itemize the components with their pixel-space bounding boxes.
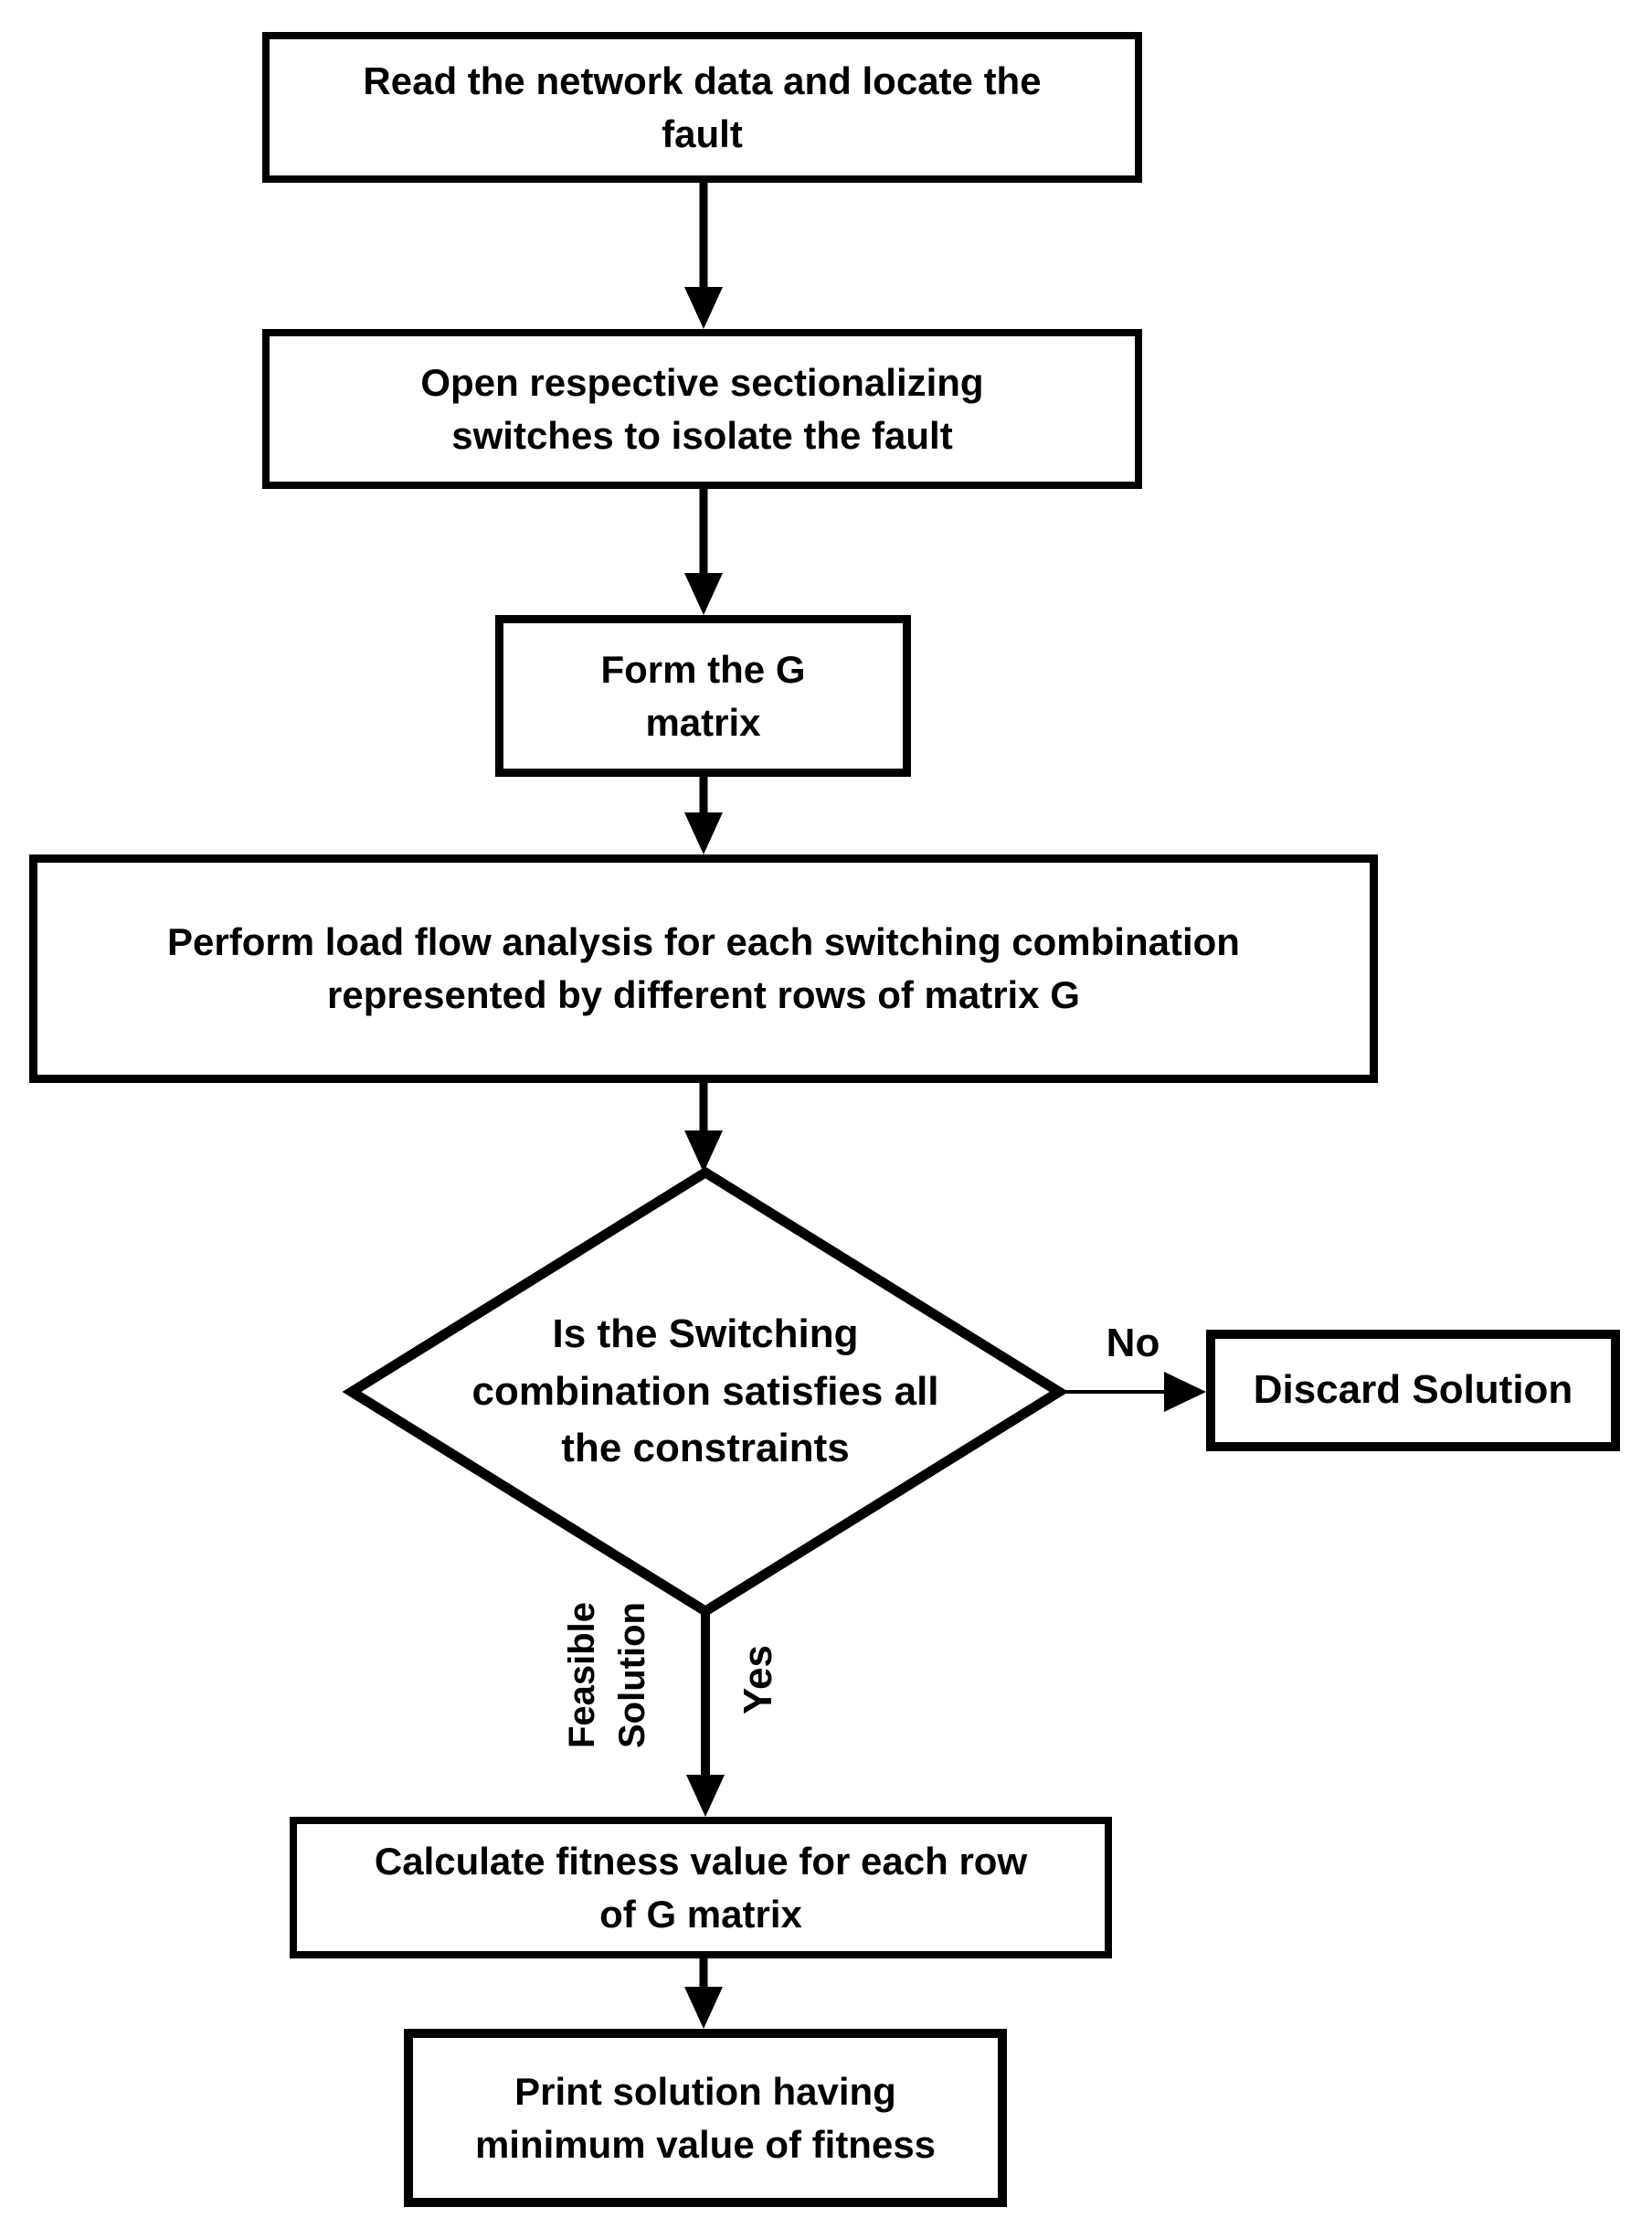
arrow-head <box>684 573 723 615</box>
arrow-decision-to-calculate <box>686 1611 725 1817</box>
node-open-switches-label: Open respective sectionalizing switches … <box>420 360 984 457</box>
arrow-calculate-to-print <box>684 1958 723 2029</box>
node-calculate-fitness-label: Calculate fitness value for each row of … <box>374 1839 1028 1936</box>
node-calculate-fitness: Calculate fitness value for each row of … <box>290 1817 1112 1958</box>
node-constraints-decision-label: Is the Switching combination satisfies a… <box>471 1311 939 1471</box>
edge-label-yes-text: Yes <box>735 1645 780 1714</box>
node-read-network-data: Read the network data and locate the fau… <box>262 32 1142 183</box>
arrow-head <box>1164 1372 1206 1412</box>
node-print-solution-label: Print solution having minimum value of f… <box>474 2069 937 2166</box>
edge-label-yes: Yes <box>736 1634 781 1725</box>
arrow-head <box>684 287 723 329</box>
arrow-read-to-open <box>684 183 723 329</box>
arrow-open-to-form <box>684 489 723 615</box>
node-load-flow-analysis-label: Perform load flow analysis for each swit… <box>167 920 1240 1016</box>
arrow-form-to-loadflow <box>684 777 723 854</box>
arrow-head <box>684 1130 723 1173</box>
edge-label-no-text: No <box>1106 1320 1160 1365</box>
node-discard-solution-label: Discard Solution <box>1253 1367 1573 1413</box>
edge-label-feasible-solution: Feasible Solution <box>562 1584 653 1767</box>
edge-label-no: No <box>1064 1316 1202 1371</box>
node-open-switches: Open respective sectionalizing switches … <box>262 329 1142 489</box>
node-read-network-data-label: Read the network data and locate the fau… <box>363 58 1042 155</box>
arrow-head <box>684 1987 723 2029</box>
node-form-g-matrix-label: Form the G matrix <box>600 647 806 744</box>
node-print-solution: Print solution having minimum value of f… <box>404 2029 1007 2207</box>
arrow-loadflow-to-decision <box>684 1083 723 1173</box>
node-form-g-matrix: Form the G matrix <box>495 615 911 777</box>
arrow-decision-to-discard <box>1059 1372 1206 1412</box>
node-discard-solution: Discard Solution <box>1206 1330 1620 1451</box>
node-load-flow-analysis: Perform load flow analysis for each swit… <box>29 854 1378 1083</box>
arrow-head <box>686 1775 725 1817</box>
edge-label-feasible-solution-text: Feasible Solution <box>561 1601 652 1749</box>
arrow-head <box>684 812 723 854</box>
node-constraints-decision: Is the Switching combination satisfies a… <box>386 1278 1025 1506</box>
